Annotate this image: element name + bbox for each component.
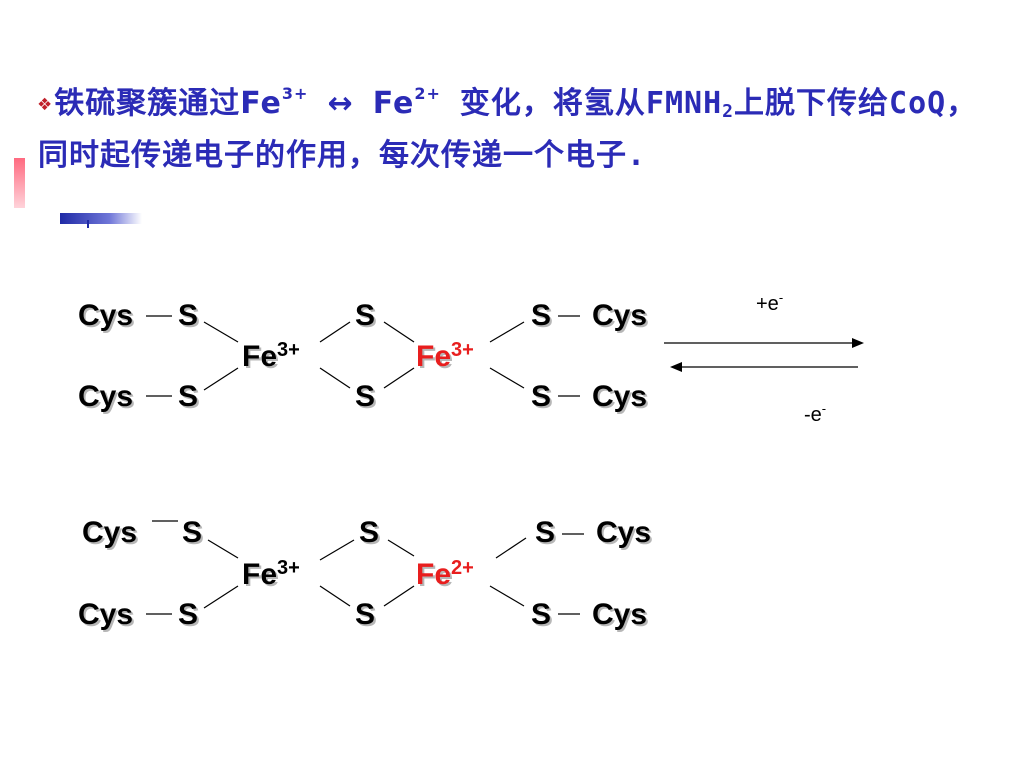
decorative-red-bar: [14, 158, 25, 208]
svg-text:S: S: [357, 600, 377, 633]
decorative-tick: [87, 220, 89, 228]
sulfur-label: S: [178, 299, 198, 332]
svg-text:Fe: Fe: [244, 560, 279, 593]
cys-label: Cys: [596, 516, 651, 549]
bottom-cluster: Cys S S S Cys Cys S S S Cys Fe Fe Cys S …: [78, 516, 653, 633]
sulfur-label: S: [531, 299, 551, 332]
svg-text:S: S: [361, 518, 381, 551]
svg-text:S: S: [357, 301, 377, 334]
cys-label: Cys: [78, 380, 133, 413]
svg-text:S: S: [180, 600, 200, 633]
cys-label: Cys: [592, 380, 647, 413]
svg-text:Cys: Cys: [80, 382, 135, 415]
title-text-2: 变化，将氢从FMNH: [459, 86, 723, 121]
reverse-electron-label: -e-: [804, 401, 826, 426]
svg-text:Fe: Fe: [418, 560, 453, 593]
svg-text:Cys: Cys: [594, 600, 649, 633]
sulfur-label: S: [531, 598, 551, 631]
svg-text:S: S: [180, 382, 200, 415]
decorative-blue-bar: [60, 213, 142, 224]
svg-text:S: S: [533, 600, 553, 633]
svg-text:S: S: [533, 301, 553, 334]
bullet-icon: ❖: [38, 91, 53, 116]
cys-label: Cys: [82, 516, 137, 549]
sulfur-label: S: [355, 299, 375, 332]
sulfur-label: S: [355, 380, 375, 413]
cys-label: Cys: [78, 598, 133, 631]
svg-text:S: S: [537, 518, 557, 551]
svg-text:Cys: Cys: [80, 600, 135, 633]
svg-text:Cys: Cys: [598, 518, 653, 551]
cys-label: Cys: [78, 299, 133, 332]
iron-left-label: Fe3+: [242, 339, 300, 373]
svg-text:Cys: Cys: [80, 301, 135, 334]
svg-text:S: S: [533, 382, 553, 415]
iron-right-label: Fe3+: [416, 339, 474, 373]
title-fe-b: Fe2+: [372, 84, 441, 122]
svg-text:S: S: [357, 382, 377, 415]
svg-text:S: S: [180, 301, 200, 334]
iron-left-label: Fe3+: [242, 557, 300, 591]
cys-label: Cys: [592, 299, 647, 332]
svg-text:S: S: [184, 518, 204, 551]
sulfur-label: S: [178, 598, 198, 631]
svg-text:Cys: Cys: [84, 518, 139, 551]
cys-label: Cys: [592, 598, 647, 631]
svg-text:Fe: Fe: [418, 342, 453, 375]
sulfur-label: S: [535, 516, 555, 549]
title-arrow: ↔: [327, 86, 354, 121]
sulfur-label: S: [531, 380, 551, 413]
iron-right-label: Fe2+: [416, 557, 474, 591]
sulfur-label: S: [359, 516, 379, 549]
sulfur-label: S: [178, 380, 198, 413]
title-subscript: 2: [722, 101, 735, 122]
sulfur-label: S: [355, 598, 375, 631]
svg-text:Cys: Cys: [594, 301, 649, 334]
slide-title: ❖铁硫聚簇通过Fe3+ ↔ Fe2+ 变化，将氢从FMNH2上脱下传给CoQ，同…: [38, 78, 998, 182]
top-cluster: Cys S S S Cys Cys S S S Cys Fe Fe Cys S …: [78, 299, 649, 415]
svg-text:Fe: Fe: [244, 342, 279, 375]
forward-electron-label: +e-: [756, 290, 783, 315]
sulfur-label: S: [182, 516, 202, 549]
title-fe-a: Fe3+: [240, 84, 309, 122]
equilibrium-arrows: +e- -e-: [664, 290, 864, 426]
svg-text:Cys: Cys: [594, 382, 649, 415]
title-text-1: 铁硫聚簇通过: [54, 86, 241, 121]
title-text-3: 上脱下传给CoQ，同时起传递电子的作用，每次传递一个电子.: [38, 86, 978, 173]
